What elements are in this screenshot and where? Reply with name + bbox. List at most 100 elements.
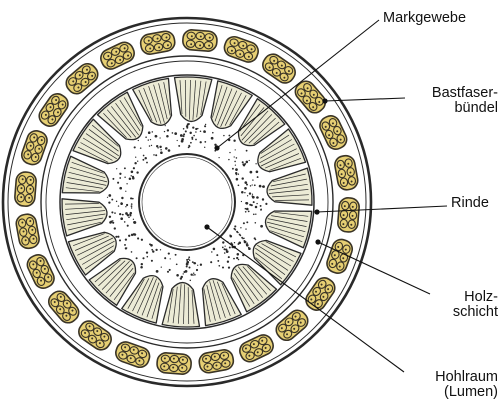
- label-holzschicht: Holz- schicht: [453, 290, 498, 320]
- pith-stipple: [190, 280, 191, 281]
- pith-stipple: [167, 271, 169, 273]
- pith-stipple: [253, 213, 255, 215]
- pith-stipple: [137, 161, 138, 162]
- pith-stipple: [205, 124, 206, 125]
- pith-stipple: [168, 149, 171, 152]
- pith-stipple: [132, 198, 134, 200]
- leader-markgewebe-dot: [214, 145, 219, 150]
- label-markgewebe: Markgewebe: [383, 11, 466, 26]
- pith-stipple: [197, 128, 198, 129]
- pith-stipple: [257, 176, 259, 178]
- pith-stipple: [159, 137, 160, 138]
- pith-stipple: [256, 170, 259, 173]
- pith-stipple: [135, 157, 136, 158]
- pith-stipple: [237, 232, 238, 233]
- pith-stipple: [124, 221, 126, 223]
- pith-stipple: [148, 131, 151, 134]
- pith-stipple: [230, 235, 233, 238]
- pith-stipple: [166, 135, 169, 138]
- pith-stipple: [235, 172, 237, 174]
- pith-stipple: [133, 167, 135, 169]
- pith-stipple: [149, 243, 151, 245]
- pith-stipple: [110, 220, 112, 222]
- pith-stipple: [244, 241, 247, 244]
- pith-stipple: [204, 141, 206, 143]
- pith-stipple: [241, 191, 244, 194]
- pith-stipple: [255, 163, 256, 164]
- pith-stipple: [124, 167, 126, 169]
- pith-stipple: [193, 135, 195, 137]
- pith-stipple: [131, 205, 133, 207]
- pith-stipple: [124, 244, 126, 246]
- pith-stipple: [255, 206, 258, 209]
- pith-stipple: [182, 135, 184, 137]
- pith-stipple: [149, 145, 151, 147]
- pith-stipple: [142, 257, 144, 259]
- pith-stipple: [146, 162, 148, 164]
- pith-stipple: [246, 184, 248, 186]
- pith-stipple: [186, 259, 188, 261]
- pith-stipple: [155, 135, 158, 138]
- pith-stipple: [144, 157, 146, 159]
- label-holz-line2: schicht: [453, 305, 498, 320]
- pith-stipple: [160, 149, 162, 151]
- pith-stipple: [155, 154, 157, 156]
- pith-stipple: [250, 171, 253, 174]
- pith-stipple: [129, 213, 131, 215]
- pith-stipple: [238, 173, 240, 175]
- pith-stipple: [242, 161, 244, 163]
- pith-stipple: [195, 128, 197, 130]
- pith-stipple: [131, 234, 133, 236]
- pith-stipple: [251, 204, 253, 206]
- pith-stipple: [145, 136, 147, 138]
- pith-stipple: [121, 197, 123, 199]
- pith-stipple: [228, 267, 230, 269]
- pith-stipple: [175, 254, 177, 256]
- pith-stipple: [131, 203, 133, 205]
- pith-stipple: [136, 171, 138, 173]
- pith-stipple: [165, 125, 166, 126]
- label-holz-line1: Holz-: [453, 290, 498, 305]
- pith-stipple: [246, 244, 249, 247]
- pith-stipple: [119, 187, 122, 190]
- pith-stipple: [245, 211, 247, 213]
- pith-stipple: [120, 217, 123, 220]
- pith-stipple: [246, 208, 249, 211]
- pith-stipple: [248, 211, 250, 213]
- pith-stipple: [116, 201, 117, 202]
- pith-stipple: [234, 242, 235, 243]
- pith-stipple: [128, 235, 130, 237]
- pith-stipple: [210, 261, 212, 263]
- pith-stipple: [185, 130, 187, 132]
- pith-stipple: [194, 262, 196, 264]
- pith-stipple: [229, 247, 231, 249]
- pith-stipple: [203, 130, 206, 133]
- pith-stipple: [244, 181, 247, 184]
- pith-stipple: [238, 241, 241, 244]
- pith-stipple: [161, 266, 162, 267]
- pith-stipple: [125, 247, 127, 249]
- pith-stipple: [255, 239, 257, 241]
- pith-stipple: [125, 191, 126, 192]
- pith-stipple: [153, 154, 155, 156]
- pith-stipple: [217, 260, 219, 262]
- pith-stipple: [235, 149, 236, 150]
- pith-stipple: [237, 253, 240, 256]
- label-rinde: Rinde: [451, 196, 489, 211]
- pith-stipple: [188, 147, 190, 149]
- pith-stipple: [240, 227, 241, 228]
- pith-stipple: [176, 274, 179, 277]
- pith-stipple: [262, 186, 264, 188]
- pith-stipple: [192, 126, 194, 128]
- pith-stipple: [165, 147, 168, 150]
- pith-stipple: [181, 138, 184, 141]
- pith-stipple: [228, 159, 229, 160]
- pith-stipple: [130, 175, 131, 176]
- pith-stipple: [115, 236, 117, 238]
- pith-stipple: [249, 160, 250, 161]
- fiber-bundle: [337, 197, 360, 232]
- pith-stipple: [183, 133, 185, 135]
- wood-radial-line: [185, 80, 186, 117]
- pith-stipple: [224, 252, 226, 254]
- pith-stipple: [223, 135, 224, 136]
